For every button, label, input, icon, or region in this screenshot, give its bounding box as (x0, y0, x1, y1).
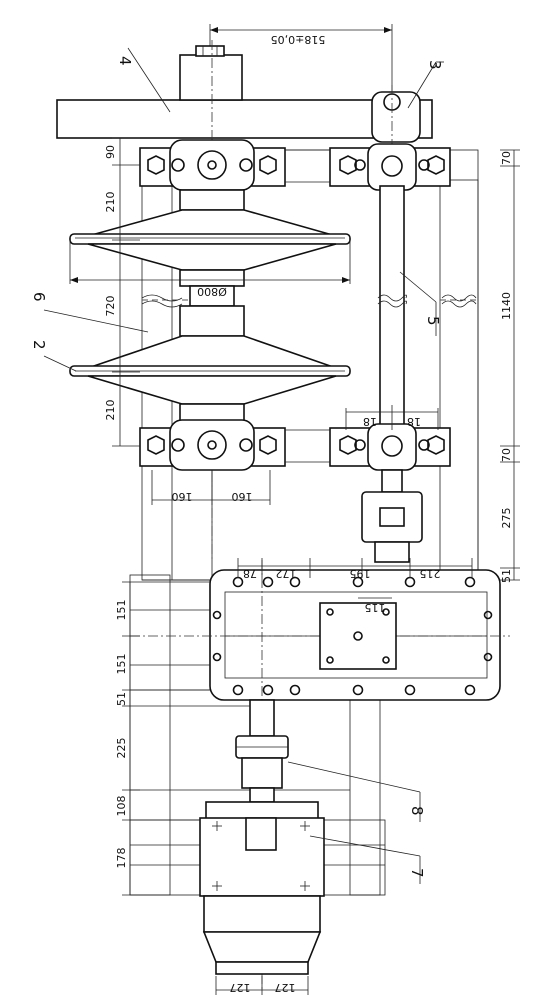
dim-foot-160b: 160 (232, 490, 253, 503)
dim-left-151a: 151 (115, 600, 128, 621)
left-dimension-chain-lower: 151 151 51 225 108 178 (115, 581, 250, 896)
variator-pulleys (69, 189, 351, 431)
dim-left-151b: 151 (115, 654, 128, 675)
dim-top-span: 518±0,05 (271, 33, 326, 46)
dim-right-70-top: 70 (500, 151, 513, 165)
motor (199, 801, 325, 975)
dim-left-225: 225 (115, 738, 128, 759)
dim-pulley-diameter: Ø800 (197, 285, 227, 298)
dim-left-90: 90 (104, 145, 117, 159)
dim-gb-78: 78 (243, 567, 257, 580)
dim-left-178: 178 (115, 848, 128, 869)
dim-right-51: 51 (500, 569, 513, 583)
callout-2: 2 (30, 340, 48, 350)
bottom-dims: 127 127 (215, 976, 309, 995)
dim-bearing-18b: 18 (407, 415, 421, 428)
right-dimension-chain: 70 1140 70 275 51 (500, 149, 520, 583)
dim-left-108: 108 (115, 796, 128, 817)
callout-4: 4 (116, 56, 134, 66)
dim-gb-115: 115 (365, 601, 386, 614)
dim-right-70-bottom: 70 (500, 448, 513, 462)
callout-6: 6 (30, 292, 48, 302)
dim-right-275: 275 (500, 508, 513, 529)
dim-right-1140: 1140 (500, 292, 513, 320)
dim-gb-215: 215 (420, 567, 441, 580)
pulley-diameter-dim: Ø800 (69, 240, 351, 298)
gearbox-dims: 78 172 195 215 115 (237, 558, 473, 614)
top-dimension: 518±0,05 (209, 24, 393, 95)
dim-left-210-bottom: 210 (104, 400, 117, 421)
callouts: 4 3 6 2 5 8 7 (30, 47, 444, 884)
callout-7: 7 (408, 868, 426, 878)
dim-bottom-127b: 127 (275, 981, 296, 994)
lower-coupling (235, 699, 289, 803)
foot-dimensions: 160 160 (151, 470, 271, 505)
bottom-bearings: 18 18 (139, 405, 451, 471)
dim-left-210-top: 210 (104, 192, 117, 213)
top-bearings (139, 139, 451, 191)
left-dimension-chain-upper: 90 210 720 210 (104, 137, 140, 447)
dim-left-51: 51 (115, 692, 128, 706)
dim-bearing-18a: 18 (363, 415, 377, 428)
dim-gb-172: 172 (276, 567, 297, 580)
callout-3: 3 (426, 60, 444, 70)
dim-bottom-127a: 127 (230, 981, 251, 994)
callout-5: 5 (424, 316, 442, 326)
dim-gb-195: 195 (350, 567, 371, 580)
dim-left-720: 720 (104, 296, 117, 317)
callout-8: 8 (408, 806, 426, 816)
dim-foot-160a: 160 (172, 490, 193, 503)
upper-coupling (361, 469, 423, 563)
